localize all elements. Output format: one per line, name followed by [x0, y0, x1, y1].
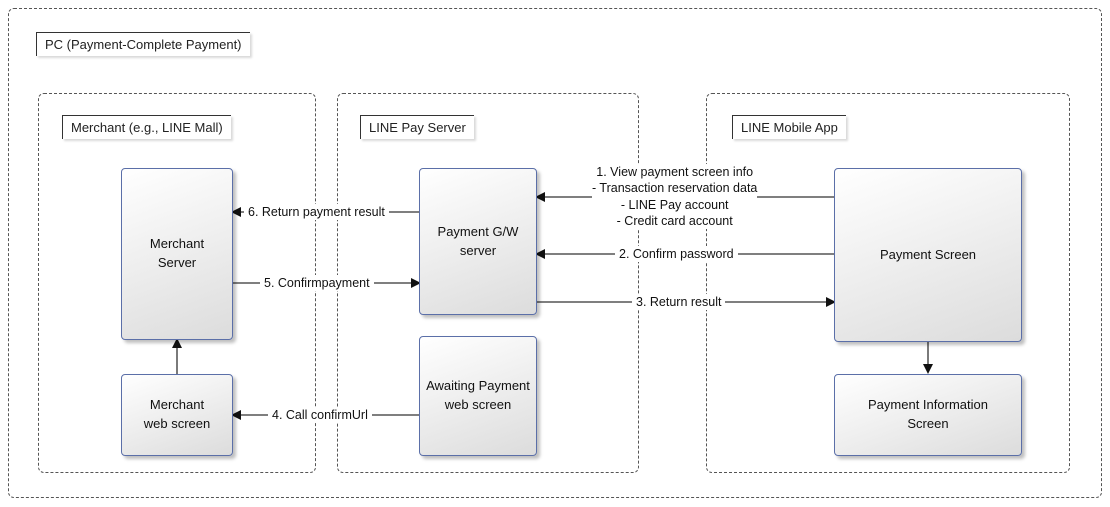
mobile-frame — [706, 93, 1070, 473]
merchant-title: Merchant (e.g., LINE Mall) — [62, 115, 231, 139]
merchant-server-node: Merchant Server — [121, 168, 233, 340]
awaiting-payment-label: Awaiting Payment web screen — [426, 378, 530, 412]
label-step3: 3. Return result — [632, 294, 726, 311]
awaiting-payment-node: Awaiting Payment web screen — [419, 336, 537, 456]
linepay-title: LINE Pay Server — [360, 115, 474, 139]
payment-info-node: Payment Information Screen — [834, 374, 1022, 456]
outer-title: PC (Payment-Complete Payment) — [36, 32, 250, 56]
label-step4: 4. Call confirmUrl — [268, 407, 372, 424]
payment-screen-label: Payment Screen — [879, 246, 977, 262]
label-step6: 6. Return payment result — [244, 204, 389, 221]
payment-gw-node: Payment G/W server — [419, 168, 537, 315]
payment-screen-node: Payment Screen — [834, 168, 1022, 342]
payment-info-label: Payment Information Screen — [868, 397, 988, 431]
label-step2: 2. Confirm password — [615, 246, 738, 263]
label-step5: 5. Confirmpayment — [260, 275, 374, 292]
payment-gw-label: Payment G/W server — [437, 223, 519, 258]
merchant-web-node: Merchant web screen — [121, 374, 233, 456]
merchant-web-label: Merchant web screen — [143, 397, 211, 431]
mobile-title: LINE Mobile App — [732, 115, 846, 139]
outer-frame — [8, 8, 1102, 498]
label-step1: 1. View payment screen info - Transactio… — [592, 164, 758, 229]
merchant-server-label: Merchant Server — [149, 236, 205, 270]
